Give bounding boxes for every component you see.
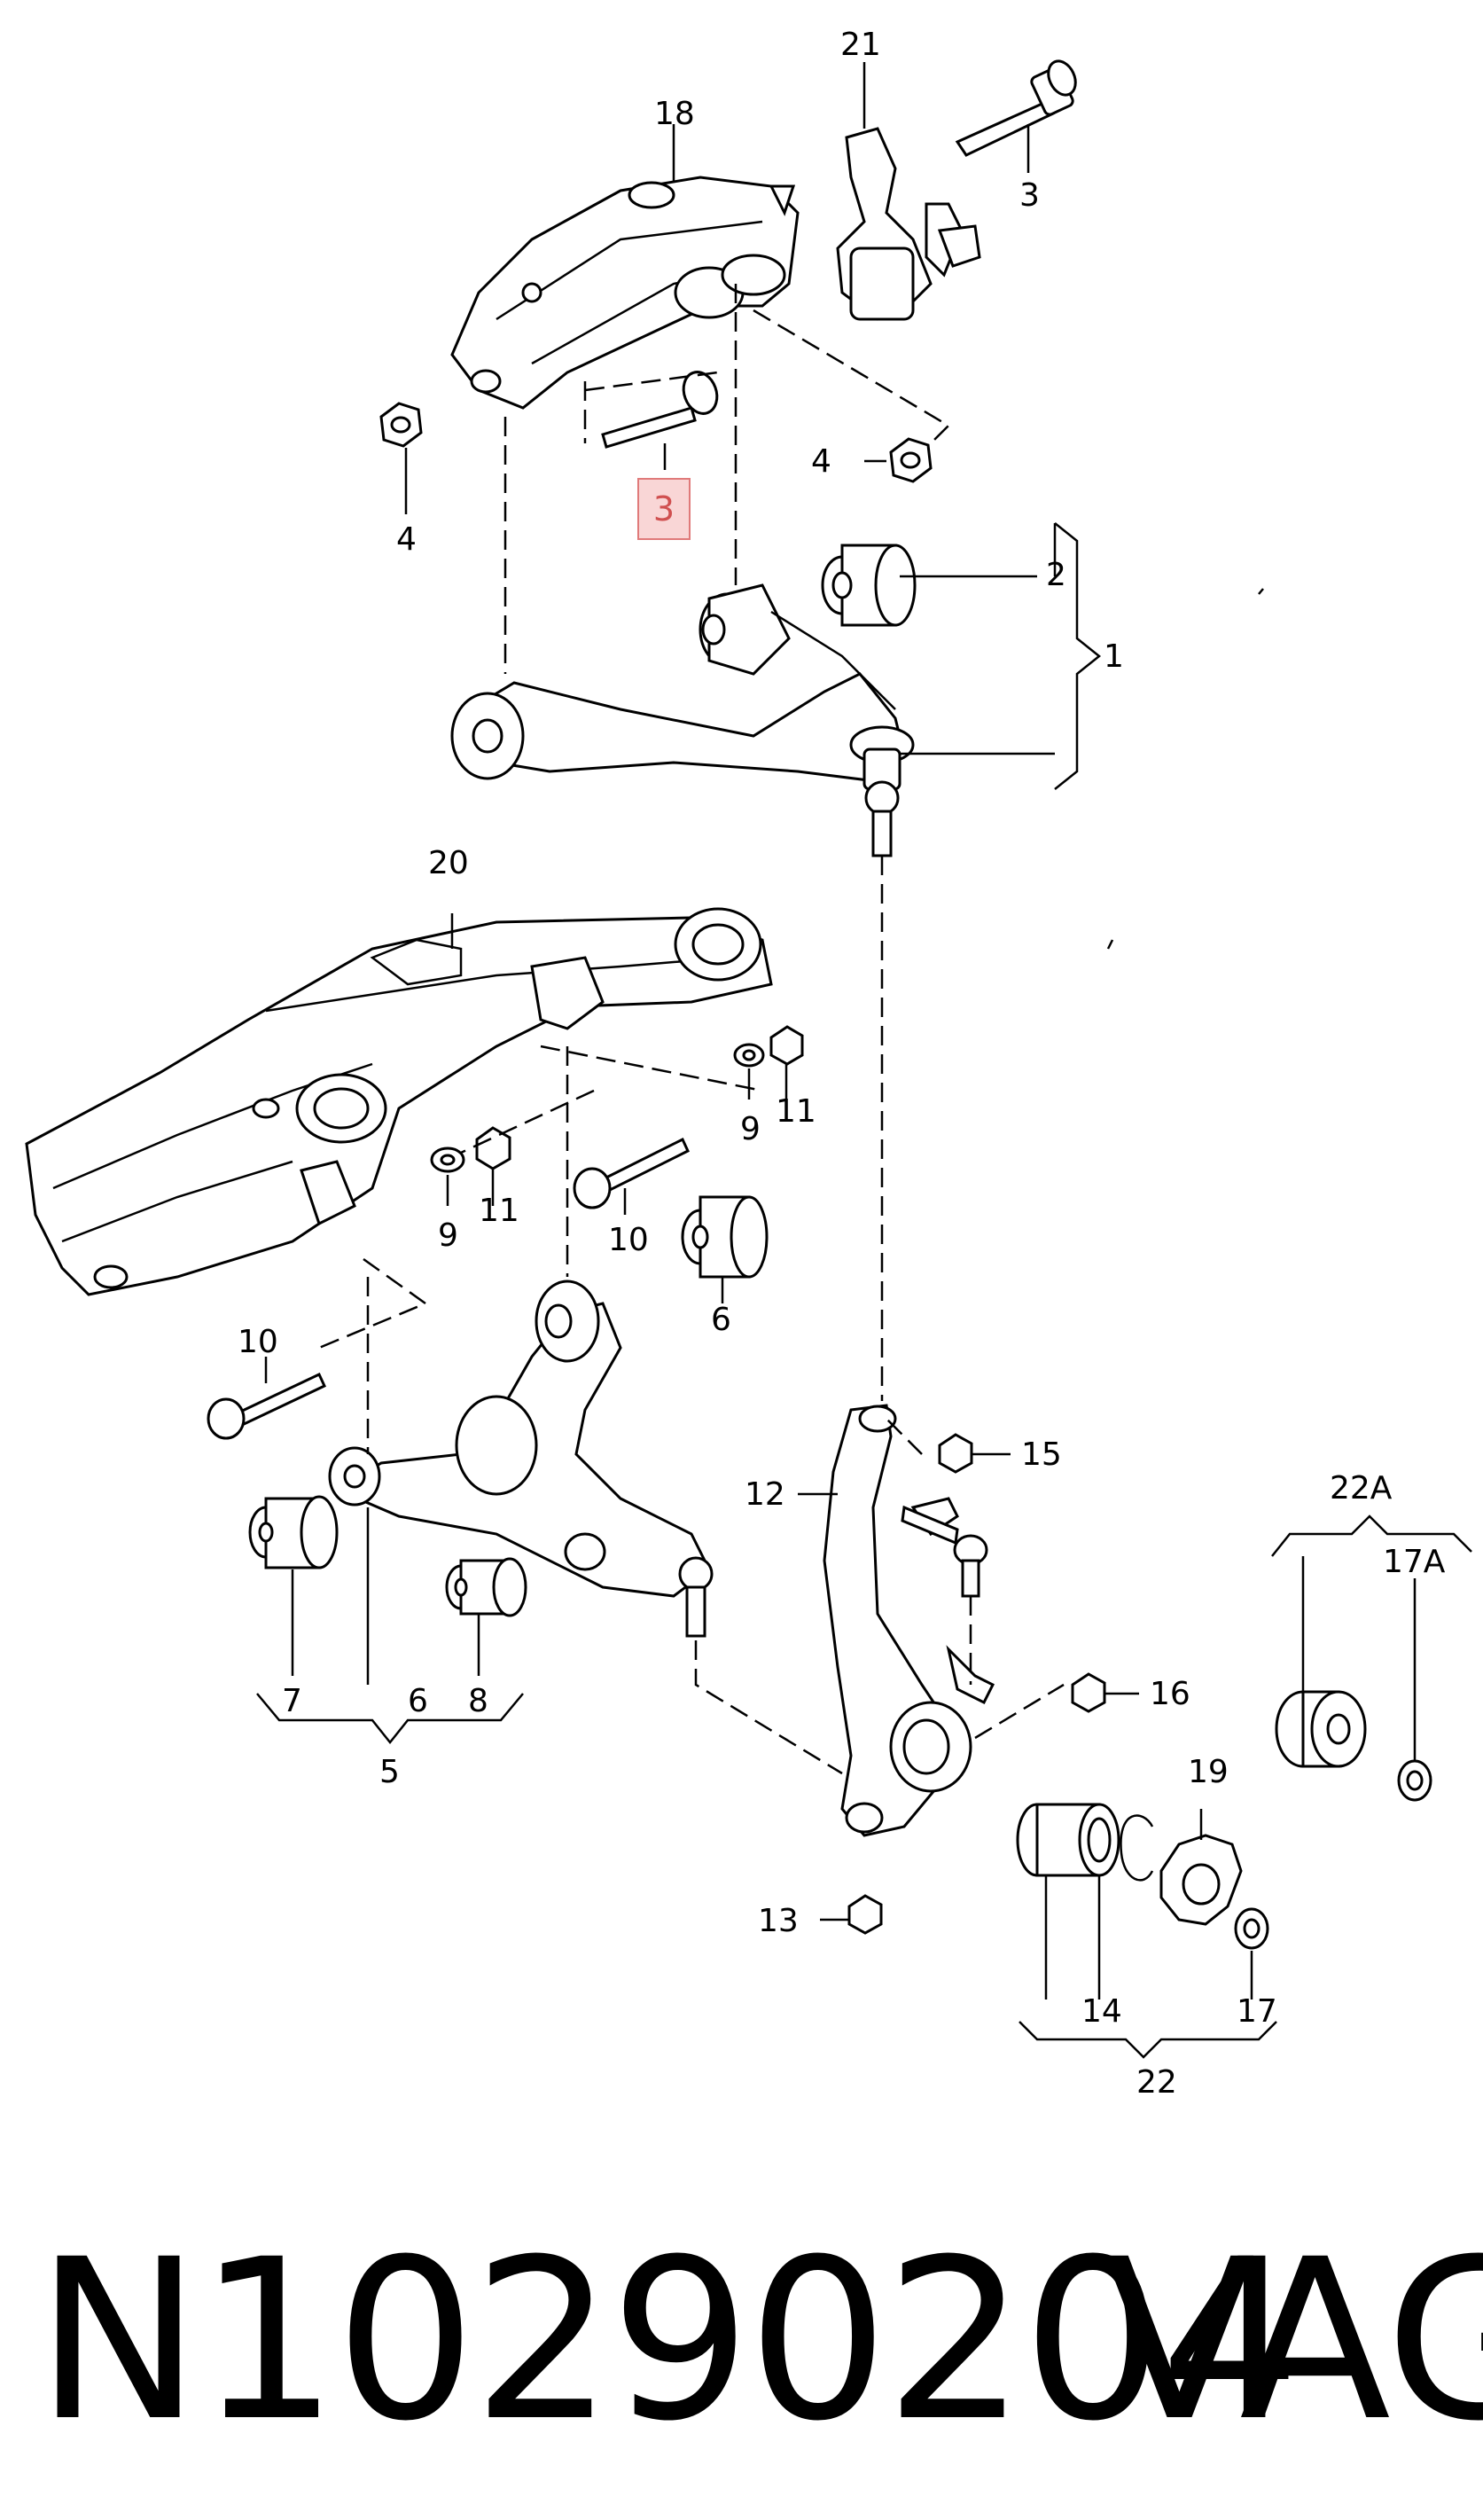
callout-11-right: 11 bbox=[776, 1093, 816, 1130]
callout-22: 22 bbox=[1136, 2064, 1177, 2101]
group-22a-bracket bbox=[1271, 1514, 1472, 1557]
hub-22a-part bbox=[1275, 1690, 1367, 1768]
nut-11-left-part bbox=[475, 1126, 511, 1170]
upper-control-arm-part bbox=[450, 583, 915, 857]
callout-4-right: 4 bbox=[811, 443, 831, 480]
callout-5: 5 bbox=[379, 1754, 400, 1790]
bushing-8-part bbox=[445, 1557, 527, 1617]
callout-8: 8 bbox=[468, 1683, 488, 1719]
bolt-10-lower-part bbox=[207, 1372, 326, 1440]
bracket-21-part bbox=[836, 127, 981, 321]
callout-9-right: 9 bbox=[740, 1111, 761, 1147]
callout-7: 7 bbox=[282, 1683, 302, 1719]
wheel-bearing-part bbox=[1016, 1803, 1120, 1877]
nut-17-part bbox=[1234, 1907, 1269, 1950]
callout-6-right: 6 bbox=[711, 1302, 731, 1338]
callout-12: 12 bbox=[745, 1476, 785, 1513]
callout-3-upper: 3 bbox=[1019, 177, 1040, 214]
callout-11-left: 11 bbox=[479, 1193, 519, 1229]
hub-19-part bbox=[1159, 1834, 1243, 1926]
nut-4-left-part bbox=[379, 402, 423, 448]
steering-knuckle-part bbox=[823, 1404, 995, 1837]
callout-15: 15 bbox=[1021, 1436, 1062, 1473]
callout-17: 17 bbox=[1237, 1993, 1277, 2030]
nut-16-part bbox=[1071, 1672, 1106, 1713]
washer-9-left-part bbox=[430, 1147, 465, 1173]
callout-1: 1 bbox=[1104, 638, 1124, 675]
nut-4-right-part bbox=[889, 437, 933, 483]
lower-control-arm-part bbox=[328, 1280, 714, 1638]
tie-rod-end-part bbox=[901, 1505, 988, 1598]
nut-14-part bbox=[847, 1894, 883, 1935]
leader-lines bbox=[264, 62, 1417, 2000]
assembly-lines bbox=[318, 284, 1264, 1775]
callout-labels: 21 18 3 4 4 2 1 20 9 11 9 11 10 6 10 12 … bbox=[238, 27, 1446, 2101]
bolt-10-upper-part bbox=[573, 1137, 690, 1209]
callout-19: 19 bbox=[1188, 1754, 1229, 1790]
nut-11-right-part bbox=[769, 1025, 804, 1066]
bushing-7-part bbox=[248, 1495, 339, 1569]
callout-4-left: 4 bbox=[396, 521, 417, 558]
brand-name: VAG bbox=[1104, 2211, 1483, 2469]
washer-9-right-part bbox=[733, 1043, 765, 1068]
highlighted-callout-box bbox=[637, 478, 691, 540]
callout-22a: 22A bbox=[1330, 1470, 1393, 1507]
bushing-6-right-part bbox=[681, 1195, 769, 1279]
callout-14: 13 bbox=[758, 1903, 799, 1939]
subframe-part bbox=[25, 907, 773, 1296]
nut-15-part bbox=[938, 1433, 973, 1474]
callout-2: 2 bbox=[1046, 557, 1066, 593]
callout-6-lower: 6 bbox=[408, 1683, 428, 1719]
callout-20: 20 bbox=[428, 845, 469, 881]
callout-18: 18 bbox=[654, 96, 695, 132]
callout-17a: 17A bbox=[1383, 1544, 1446, 1580]
bolt-3-center-part bbox=[601, 371, 719, 449]
suspension-exploded-diagram: 21 18 3 4 4 2 1 20 9 11 9 11 10 6 10 12 … bbox=[25, 27, 1472, 2101]
callout-13: 14 bbox=[1081, 1993, 1122, 2030]
circlip-part bbox=[1120, 1814, 1154, 1882]
callout-21: 21 bbox=[840, 27, 881, 63]
bushing-2-part bbox=[821, 544, 917, 627]
group-22-bracket bbox=[1019, 2021, 1277, 2059]
callout-10-right: 10 bbox=[608, 1222, 649, 1258]
highlighted-callout-3: 3 bbox=[652, 489, 675, 528]
group-1-bracket bbox=[1054, 522, 1102, 790]
upper-bracket-part bbox=[450, 176, 800, 410]
group-5-bracket bbox=[256, 1693, 524, 1745]
bolt-3-upper-part bbox=[955, 59, 1077, 157]
callout-10-left: 10 bbox=[238, 1324, 278, 1360]
part-number: N10290204 bbox=[35, 2211, 1300, 2469]
nut-17a-part bbox=[1397, 1759, 1432, 1802]
callout-16: 16 bbox=[1150, 1676, 1190, 1712]
callout-9-left: 9 bbox=[438, 1217, 458, 1254]
